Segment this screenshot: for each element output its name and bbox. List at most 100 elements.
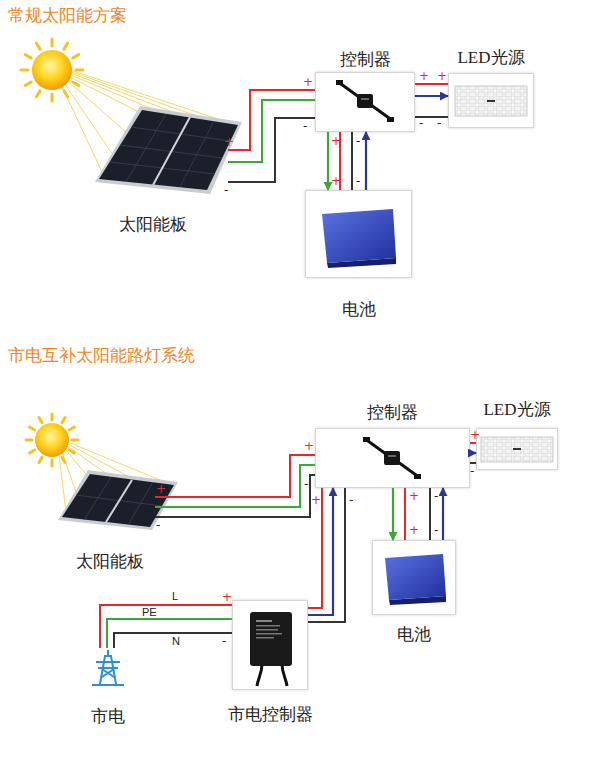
sun [51, 94, 54, 101]
polarity-sign: - [349, 493, 353, 507]
device-frame [476, 428, 558, 470]
led-strip [455, 86, 527, 116]
sun [69, 450, 74, 453]
wire [107, 619, 232, 648]
sun [64, 43, 68, 49]
sun [29, 427, 34, 430]
wire-bundle [155, 455, 315, 517]
wire [100, 605, 232, 648]
wire-bundle [308, 488, 345, 622]
sun-rays [58, 78, 102, 172]
sun [37, 91, 41, 97]
polarity-sign: + [437, 69, 447, 83]
mains-controller-icon [256, 629, 278, 631]
power-arrow [365, 132, 367, 190]
controller-icon [363, 437, 421, 479]
battery-icon [389, 596, 446, 605]
mains-controller-icon [250, 612, 292, 686]
node-label: LED光源 [408, 48, 574, 68]
power-pylon [102, 669, 114, 677]
line-name: PE [142, 606, 157, 619]
sun-rays [64, 74, 139, 112]
polarity-sign: + [331, 174, 341, 188]
solar-panel-node: 太阳能板 [78, 95, 228, 235]
sun-rays [64, 444, 110, 476]
polarity-sign: - [356, 134, 360, 148]
controller-box: 控制器 [315, 50, 415, 132]
solar-panel [126, 114, 166, 182]
controller-icon [363, 437, 421, 479]
polarity-sign: + [409, 523, 419, 537]
device-frame [315, 428, 470, 488]
solar-panel-node: 太阳能板 [65, 440, 155, 572]
polarity-sign: + [419, 69, 429, 83]
polarity-sign: - [437, 116, 441, 130]
node-label: 太阳能板 [38, 215, 268, 235]
controller-icon [336, 80, 394, 122]
sun [35, 423, 69, 457]
mains-controller-icon [256, 625, 280, 627]
device-frame [305, 190, 412, 278]
sun [62, 457, 65, 462]
wire-bundle [393, 488, 443, 540]
polarity-sign: + [224, 135, 234, 149]
sun-rays [69, 71, 211, 121]
power-pylon [100, 656, 116, 684]
sun [21, 69, 28, 72]
device-frame [448, 73, 534, 128]
sun [37, 43, 41, 49]
polarity-sign: + [156, 482, 166, 496]
power-arrow [442, 488, 444, 540]
solar-panel [128, 482, 153, 525]
sun-rays [66, 443, 135, 480]
sun-rays [68, 442, 172, 485]
power-pylon [92, 684, 124, 686]
wire [308, 488, 322, 608]
sun-rays [58, 447, 66, 512]
sun [69, 427, 74, 430]
battery-box: 电池 [305, 190, 412, 320]
wire [429, 488, 431, 540]
polarity-sign: + [222, 590, 232, 604]
wire-bundle [328, 132, 366, 190]
polarity-sign: + [470, 428, 480, 442]
sun [26, 439, 32, 442]
mains-controller-icon [256, 637, 274, 639]
sun-rays [60, 446, 77, 495]
solar-panel [76, 495, 162, 506]
power-arrow [308, 488, 333, 615]
section-heading: 常规太阳能方案 [8, 6, 127, 26]
power-arrow [327, 132, 329, 190]
solar-panel [110, 114, 230, 187]
led-box: LED光源 [448, 48, 534, 128]
led-strip [487, 100, 495, 102]
polarity-sign: - [222, 634, 226, 648]
wire [404, 488, 406, 540]
polarity-sign: - [434, 489, 438, 503]
polarity-sign: + [311, 493, 321, 507]
sun [39, 417, 42, 422]
wire-bundle [415, 84, 448, 117]
sun-rays [68, 72, 186, 117]
sun [29, 450, 34, 453]
led-strip [513, 448, 521, 450]
solar-panel [84, 477, 111, 520]
node-label: 太阳能板 [25, 552, 195, 572]
battery-icon [385, 554, 446, 600]
solar-panel [110, 162, 215, 174]
solar-panel [95, 106, 242, 194]
sun-rays [60, 77, 113, 155]
node-label: 市电控制器 [192, 705, 348, 725]
controller-box: 控制器 [315, 403, 470, 488]
battery-icon [322, 209, 396, 263]
sun-rays [58, 70, 236, 512]
sun [25, 55, 31, 59]
wire [155, 465, 315, 507]
node-label: LED光源 [436, 400, 598, 420]
sun-rays [62, 76, 126, 132]
sun [62, 417, 65, 422]
wire [470, 442, 476, 444]
led-strip [481, 437, 553, 462]
wire-bundle [228, 90, 315, 182]
